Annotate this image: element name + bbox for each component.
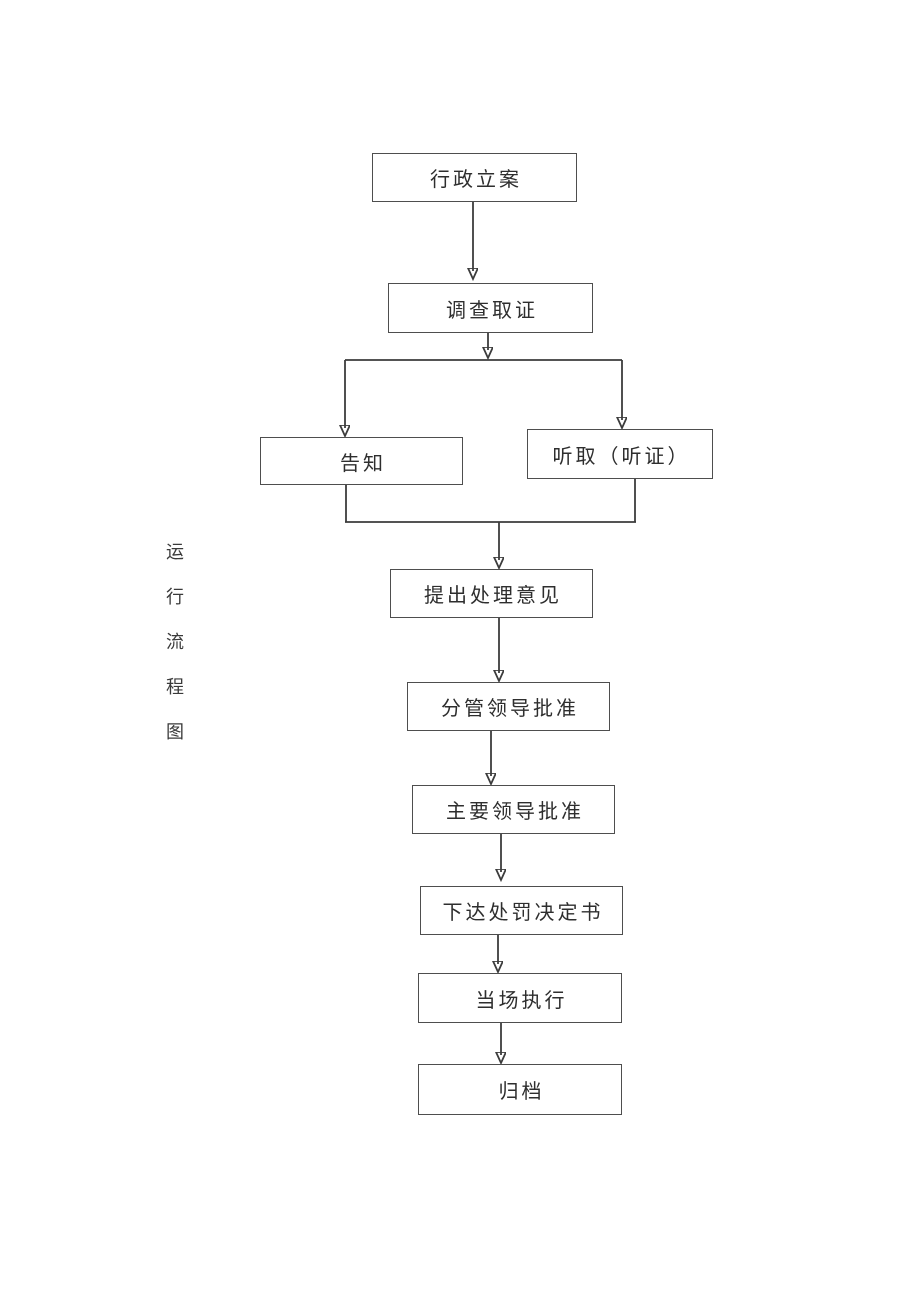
flowchart-side-title: 运 行 流 程 图 (166, 542, 184, 743)
flow-node-archive: 归档 (418, 1064, 622, 1115)
flow-node-hearing: 听取（听证） (527, 429, 713, 479)
flow-node-on-site-execution: 当场执行 (418, 973, 622, 1023)
flow-node-notification: 告知 (260, 437, 463, 485)
flow-node-case-filing: 行政立案 (372, 153, 577, 202)
flow-node-investigation: 调查取证 (388, 283, 593, 333)
flow-node-chief-approval: 主要领导批准 (412, 785, 615, 834)
flow-node-penalty-decision: 下达处罚决定书 (420, 886, 623, 935)
flow-node-deputy-approval: 分管领导批准 (407, 682, 610, 731)
flow-node-opinion: 提出处理意见 (390, 569, 593, 618)
